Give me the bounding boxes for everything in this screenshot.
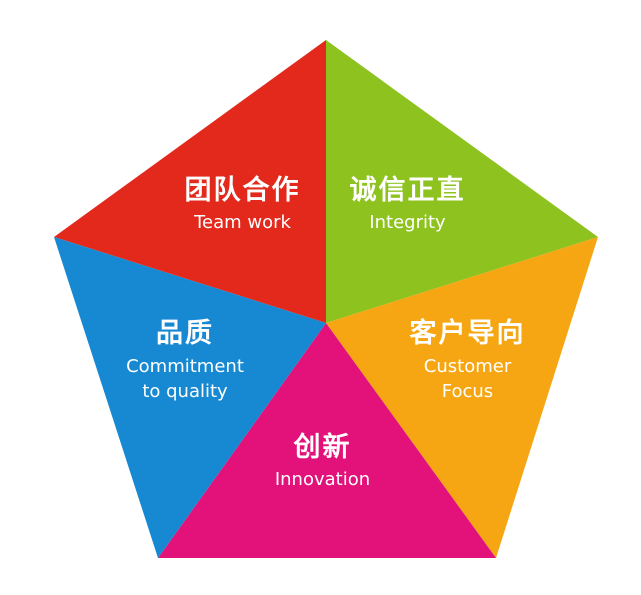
segment-innovation xyxy=(158,323,496,558)
teamwork-label: 团队合作 Team work xyxy=(175,175,310,235)
innovation-label: 创新 Innovation xyxy=(250,432,395,492)
customer-label: 客户导向 Customer Focus xyxy=(395,318,540,404)
customer-title: 客户导向 xyxy=(409,318,526,349)
quality-subtitle-line1: Commitment xyxy=(126,356,244,377)
customer-subtitle-line1: Customer xyxy=(423,356,512,377)
quality-label: 品质 Commitment to quality xyxy=(100,318,270,404)
segment-quality xyxy=(54,237,326,558)
segment-integrity xyxy=(326,40,598,323)
quality-title: 品质 xyxy=(156,318,214,349)
innovation-title: 创新 xyxy=(293,432,352,463)
integrity-title: 诚信正直 xyxy=(349,175,466,206)
segment-customer xyxy=(326,237,598,558)
teamwork-title: 团队合作 xyxy=(184,175,301,206)
innovation-subtitle: Innovation xyxy=(274,469,371,490)
quality-subtitle-line2: to quality xyxy=(142,381,228,402)
integrity-subtitle: Integrity xyxy=(369,212,446,233)
integrity-label: 诚信正直 Integrity xyxy=(330,175,485,235)
segment-teamwork xyxy=(54,40,326,323)
teamwork-subtitle: Team work xyxy=(194,212,291,233)
customer-subtitle-line2: Focus xyxy=(441,381,494,402)
